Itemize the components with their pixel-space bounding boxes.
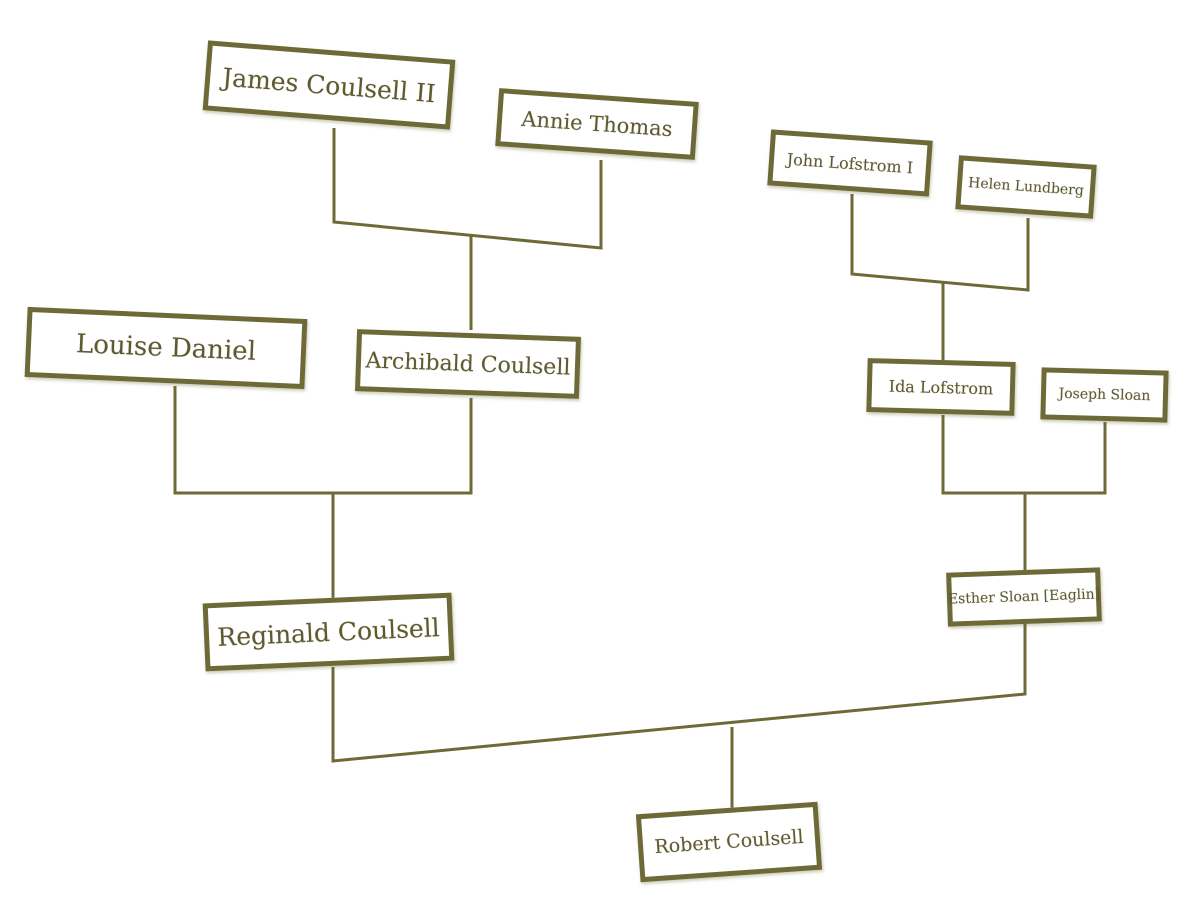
connector-louise-archibald	[173, 386, 473, 495]
person-name: John Lofstrom I	[786, 149, 914, 177]
person-name: Archibald Coulsell	[365, 347, 571, 381]
person-name: Joseph Sloan	[1058, 385, 1151, 405]
person-box-reginald-coulsell: Reginald Coulsell	[202, 592, 455, 672]
connector-reginald-esther	[331, 624, 1027, 763]
person-name: Annie Thomas	[520, 106, 674, 142]
person-box-louise-daniel: Louise Daniel	[24, 306, 308, 390]
person-box-archibald-coulsell: Archibald Coulsell	[354, 329, 582, 399]
connector-james-annie	[332, 128, 603, 250]
person-box-robert-coulsell: Robert Coulsell	[635, 801, 823, 883]
person-name: Robert Coulsell	[653, 825, 805, 859]
person-name: Reginald Coulsell	[216, 612, 441, 652]
person-box-helen-lundberg: Helen Lundberg	[955, 155, 1097, 219]
person-name: Ida Lofstrom	[888, 376, 994, 398]
person-name: Helen Lundberg	[967, 174, 1085, 200]
person-box-joseph-sloan: Joseph Sloan	[1040, 367, 1169, 423]
person-name: Louise Daniel	[75, 329, 257, 367]
person-box-ida-lofstrom: Ida Lofstrom	[866, 358, 1016, 416]
connector-john-helen	[850, 194, 1030, 292]
person-name: James Coulsell II	[221, 62, 437, 108]
person-box-esther-sloan-eaglin: Esther Sloan [Eaglin]	[946, 567, 1102, 627]
connector-ida-joseph	[941, 415, 1107, 495]
person-box-john-lofstrom-i: John Lofstrom I	[767, 129, 933, 197]
person-name: Esther Sloan [Eaglin]	[947, 586, 1101, 608]
